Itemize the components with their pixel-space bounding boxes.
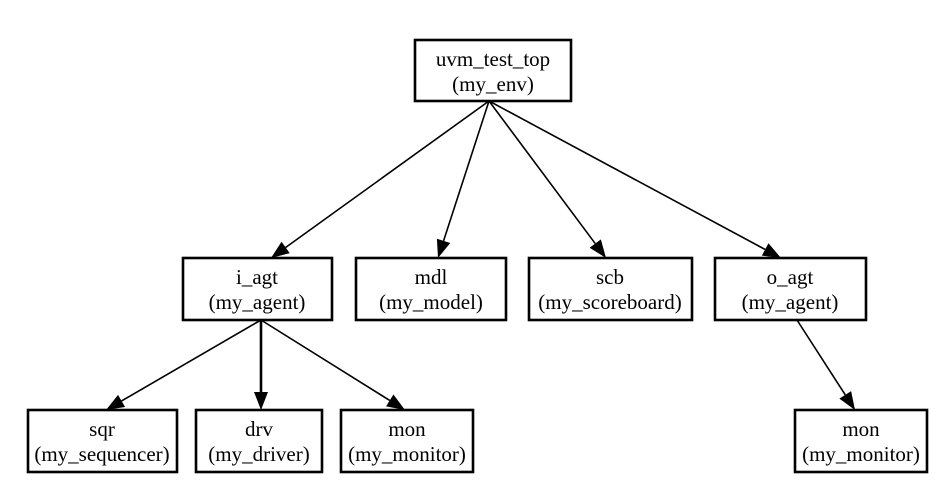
edge-root-to-scb — [488, 100, 596, 245]
node-i-agt: i_agt (my_agent) — [181, 256, 334, 322]
edge-o_agt-to-mon_o — [796, 319, 846, 396]
node-uvm-test-top-type: (my_env) — [452, 72, 534, 96]
edge-root-to-i_agt — [285, 100, 490, 249]
node-scb-type: (my_scoreboard) — [538, 290, 681, 314]
edge-root-to-mdl — [442, 100, 490, 242]
node-mon-input-type: (my_monitor) — [348, 442, 466, 466]
node-mon-output-type: (my_monitor) — [802, 442, 920, 466]
node-mon-input: mon (my_monitor) — [339, 408, 475, 474]
arrowhead-root-to-mdl — [436, 238, 451, 258]
arrowhead-o_agt-to-mon_o — [839, 391, 855, 410]
node-mdl-name: mdl — [415, 265, 448, 289]
edge-root-to-o_agt — [488, 100, 766, 251]
node-uvm-test-top-name: uvm_test_top — [436, 47, 550, 71]
edges-layer — [106, 100, 855, 410]
node-drv-type: (my_driver) — [208, 442, 309, 466]
node-mon-output: mon (my_monitor) — [793, 408, 929, 474]
node-i-agt-name: i_agt — [236, 265, 278, 289]
node-sqr-name: sqr — [89, 417, 115, 441]
node-mdl-type: (my_model) — [379, 290, 483, 314]
node-o-agt: o_agt (my_agent) — [713, 256, 868, 322]
arrowhead-i_agt-to-mon_i — [386, 394, 405, 410]
node-mdl: mdl (my_model) — [354, 256, 508, 322]
edge-i_agt-to-sqr — [121, 319, 262, 402]
arrowhead-root-to-scb — [589, 239, 606, 258]
node-scb-name: scb — [596, 265, 624, 289]
node-mon-input-name: mon — [388, 417, 426, 441]
node-i-agt-type: (my_agent) — [209, 290, 306, 314]
arrowhead-i_agt-to-drv — [254, 392, 268, 410]
arrowhead-root-to-o_agt — [761, 243, 781, 258]
node-scb: scb (my_scoreboard) — [527, 256, 694, 322]
node-sqr: sqr (my_sequencer) — [26, 408, 179, 474]
node-drv: drv (my_driver) — [194, 408, 324, 474]
arrowhead-root-to-i_agt — [271, 241, 290, 258]
edge-i_agt-to-mon_i — [260, 319, 391, 402]
node-o-agt-name: o_agt — [767, 265, 814, 289]
arrowhead-i_agt-to-sqr — [106, 394, 126, 410]
node-drv-name: drv — [245, 417, 273, 441]
node-mon-output-name: mon — [842, 417, 880, 441]
node-o-agt-type: (my_agent) — [742, 290, 839, 314]
node-sqr-type: (my_sequencer) — [34, 442, 169, 466]
node-uvm-test-top: uvm_test_top (my_env) — [413, 38, 573, 103]
